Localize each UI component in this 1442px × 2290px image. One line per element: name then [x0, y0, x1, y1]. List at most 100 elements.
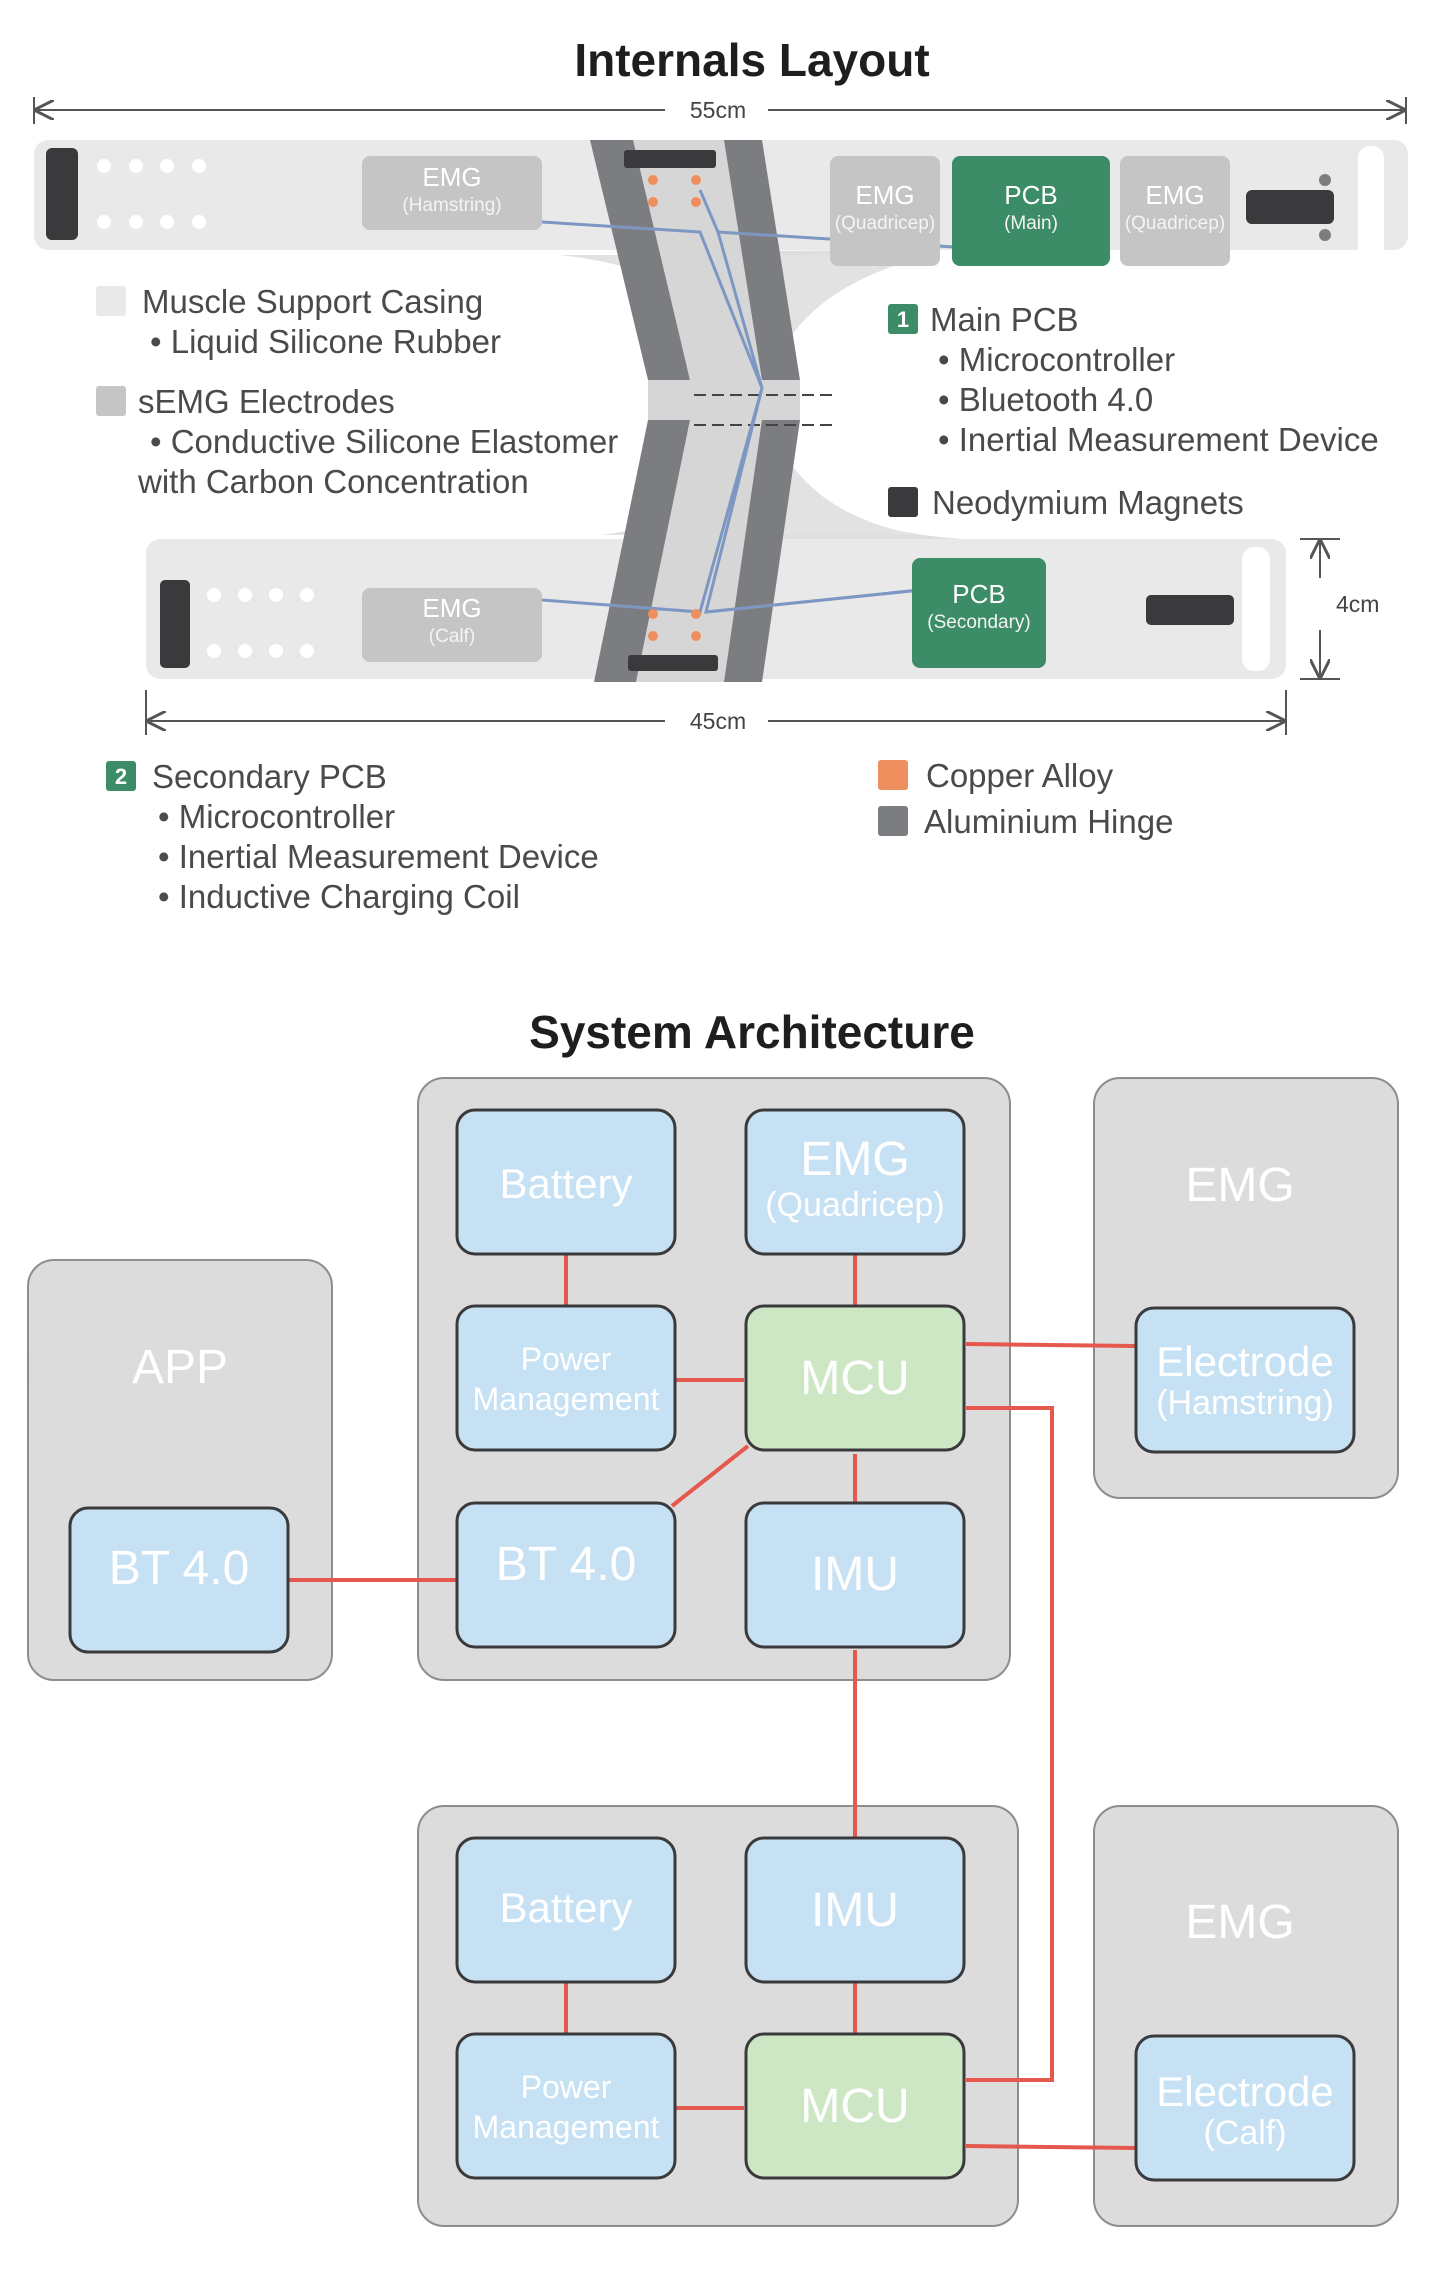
upper-end-slot [1358, 146, 1384, 274]
main-bt-block: BT 4.0 [455, 1501, 677, 1649]
lower-electrode-dots [207, 588, 314, 658]
svg-text:EMG: EMG [855, 180, 914, 210]
svg-text:• Liquid Silicone Rubber: • Liquid Silicone Rubber [150, 323, 501, 360]
internals-title: Internals Layout [574, 34, 929, 86]
lower-hinge-magnet [628, 655, 718, 671]
svg-text:• Inductive Charging Coil: • Inductive Charging Coil [158, 878, 520, 915]
svg-text:Main PCB: Main PCB [930, 301, 1079, 338]
upper-copper-contacts [648, 175, 701, 207]
svg-text:MCU: MCU [800, 1352, 909, 1405]
electrode-hamstring-block: Electrode (Hamstring) [1134, 1306, 1356, 1454]
svg-text:EMG: EMG [1145, 180, 1204, 210]
svg-text:Electrode: Electrode [1156, 1338, 1333, 1385]
svg-text:IMU: IMU [811, 1548, 899, 1601]
electrode-calf-block: Electrode (Calf) [1134, 2034, 1356, 2182]
legend-copper: Copper Alloy [878, 757, 1114, 794]
secondary-mcu-block: MCU [744, 2032, 966, 2180]
upper-magnet-left [46, 148, 78, 240]
pcb-secondary-block: PCB (Secondary) [912, 558, 1046, 668]
svg-text:• Microcontroller: • Microcontroller [938, 341, 1175, 378]
dimension-top: 55cm [33, 97, 1407, 124]
upper-electrode-dots [97, 159, 206, 229]
svg-text:BT 4.0: BT 4.0 [496, 1538, 637, 1591]
architecture-title: System Architecture [529, 1006, 975, 1058]
svg-text:MCU: MCU [800, 2080, 909, 2133]
upper-hinge-magnet [624, 150, 716, 168]
emg-calf-block: EMG (Calf) [362, 588, 542, 662]
hinge-lower [594, 420, 690, 682]
svg-text:• Inertial Measurement Device: • Inertial Measurement Device [938, 421, 1379, 458]
legend-secondary-pcb: 2 Secondary PCB • Microcontroller • Iner… [106, 758, 599, 915]
svg-text:PCB: PCB [1004, 180, 1057, 210]
legend-magnets: Neodymium Magnets [888, 484, 1244, 521]
main-emg-block: EMG (Quadricep) [744, 1108, 966, 1256]
svg-text:(Quadricep): (Quadricep) [1125, 213, 1225, 234]
svg-text:EMG: EMG [422, 162, 481, 192]
app-label: APP [132, 1341, 228, 1394]
dimension-height-label: 4cm [1336, 591, 1379, 617]
svg-text:Electrode: Electrode [1156, 2068, 1333, 2115]
svg-text:(Calf): (Calf) [429, 626, 475, 647]
svg-text:EMG: EMG [422, 593, 481, 623]
main-battery-block: Battery [455, 1108, 677, 1256]
svg-text:PCB: PCB [952, 579, 1005, 609]
hinge-middle [648, 380, 800, 420]
lower-copper-contacts [648, 609, 701, 641]
lower-magnet-right [1146, 595, 1234, 625]
pcb-main-block: PCB (Main) [952, 156, 1110, 266]
svg-text:Power: Power [521, 2069, 612, 2105]
svg-text:• Bluetooth 4.0: • Bluetooth 4.0 [938, 381, 1153, 418]
svg-text:EMG: EMG [800, 1133, 909, 1186]
wires [541, 189, 971, 614]
svg-text:BT 4.0: BT 4.0 [109, 1542, 250, 1595]
lower-magnet-left [160, 580, 190, 668]
legend-casing: Muscle Support Casing • Liquid Silicone … [96, 283, 501, 360]
secondary-battery-block: Battery [455, 1836, 677, 1984]
svg-text:Battery: Battery [499, 1884, 632, 1931]
hinge-upper-right [722, 140, 800, 380]
legend-hinge: Aluminium Hinge [878, 803, 1173, 840]
upper-magnet-right [1246, 190, 1334, 224]
dimension-bottom: 45cm [145, 690, 1287, 735]
hinge-inner [633, 140, 762, 380]
svg-text:Secondary PCB: Secondary PCB [152, 758, 387, 795]
legend-electrodes: sEMG Electrodes • Conductive Silicone El… [96, 383, 618, 500]
dimension-height: 4cm [1300, 538, 1379, 680]
svg-text:Management: Management [473, 1381, 660, 1417]
svg-text:Battery: Battery [499, 1160, 632, 1207]
svg-text:• Conductive Silicone Elastome: • Conductive Silicone Elastomer [150, 423, 618, 460]
main-imu-block: IMU [744, 1501, 966, 1649]
svg-text:Copper Alloy: Copper Alloy [926, 757, 1114, 794]
svg-text:Management: Management [473, 2109, 660, 2145]
dimension-bottom-label: 45cm [690, 708, 746, 734]
svg-text:IMU: IMU [811, 1884, 899, 1937]
emg-quadricep-left-block: EMG (Quadricep) [830, 156, 940, 266]
svg-text:• Inertial Measurement Device: • Inertial Measurement Device [158, 838, 599, 875]
svg-text:2: 2 [115, 764, 127, 789]
emg-hamstring-block: EMG (Hamstring) [362, 156, 542, 230]
svg-text:with Carbon Concentration: with Carbon Concentration [137, 463, 529, 500]
upper-dot-right-top [1319, 174, 1331, 186]
svg-text:(Quadricep): (Quadricep) [835, 213, 935, 234]
svg-text:(Quadricep): (Quadricep) [765, 1186, 945, 1224]
dimension-top-label: 55cm [690, 97, 746, 123]
svg-text:(Main): (Main) [1004, 213, 1058, 234]
app-bt-block: BT 4.0 [68, 1506, 290, 1654]
main-mcu-block: MCU [744, 1304, 966, 1452]
main-power-block: Power Management [455, 1304, 677, 1452]
emg-quadricep-right-block: EMG (Quadricep) [1120, 156, 1230, 266]
svg-text:Power: Power [521, 1341, 612, 1377]
svg-text:• Microcontroller: • Microcontroller [158, 798, 395, 835]
emg-upper-label: EMG [1185, 1159, 1294, 1212]
secondary-power-block: Power Management [455, 2032, 677, 2180]
svg-text:(Secondary): (Secondary) [927, 612, 1031, 633]
svg-text:(Calf): (Calf) [1203, 2114, 1286, 2152]
lower-end-slot [1242, 547, 1270, 671]
legend-main-pcb: 1 Main PCB • Microcontroller • Bluetooth… [888, 301, 1379, 458]
emg-lower-label: EMG [1185, 1896, 1294, 1949]
hinge-lower-right [722, 420, 800, 682]
svg-text:sEMG Electrodes: sEMG Electrodes [138, 383, 395, 420]
svg-text:Aluminium Hinge: Aluminium Hinge [924, 803, 1173, 840]
hinge-upper [590, 140, 690, 380]
